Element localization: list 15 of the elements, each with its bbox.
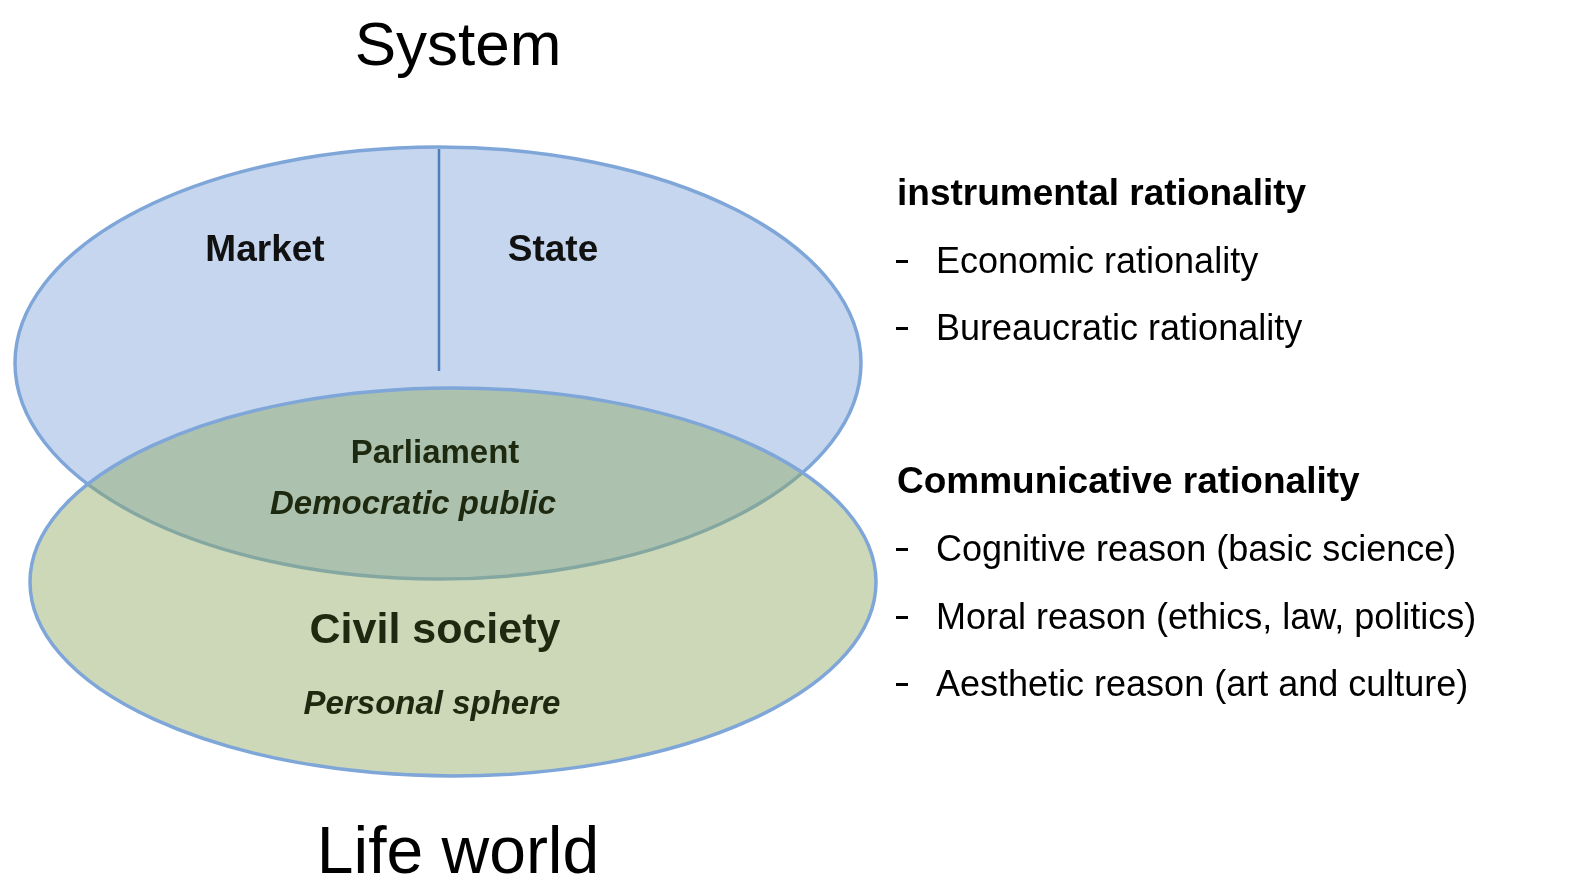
list-item: Aesthetic reason (art and culture) bbox=[936, 663, 1469, 705]
list-item: Moral reason (ethics, law, politics) bbox=[936, 596, 1477, 638]
section-heading: Communicative rationality bbox=[897, 460, 1360, 502]
list-item: Cognitive reason (basic science) bbox=[936, 528, 1457, 570]
personal-sphere-label: Personal sphere bbox=[303, 684, 561, 722]
parliament-label: Parliament bbox=[350, 433, 520, 471]
civil-society-label: Civil society bbox=[309, 603, 561, 653]
state-label: State bbox=[507, 228, 599, 270]
life-world-heading: Life world bbox=[316, 812, 600, 887]
list-item: Economic rationality bbox=[936, 240, 1259, 282]
list-item: Bureaucratic rationality bbox=[936, 307, 1303, 349]
system-heading: System bbox=[354, 7, 562, 79]
section-heading: instrumental rationality bbox=[897, 172, 1307, 214]
democratic-public-label: Democratic public bbox=[269, 484, 557, 522]
market-label: Market bbox=[205, 228, 325, 270]
